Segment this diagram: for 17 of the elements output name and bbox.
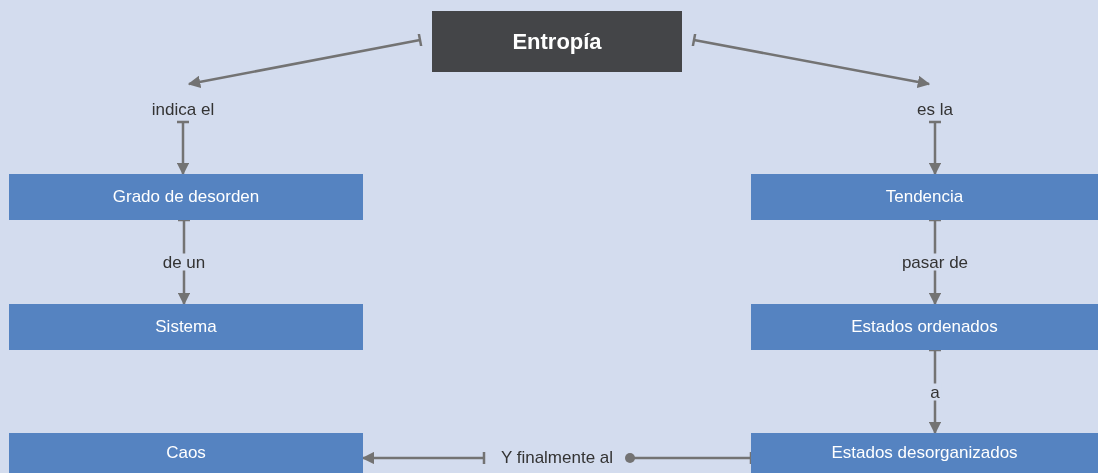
concept-box: Grado de desorden	[9, 174, 363, 220]
linking-phrase: Y finalmente al	[484, 446, 630, 470]
title-box: Entropía	[432, 11, 682, 72]
connector-arrow	[175, 120, 191, 176]
connector-arrow	[187, 32, 423, 89]
edge-label: de un	[160, 253, 208, 271]
concept-box: Tendencia	[751, 174, 1098, 220]
linking-phrase: es la	[905, 98, 965, 122]
connector-arrow	[927, 348, 943, 435]
concept-box: Estados desorganizados	[751, 433, 1098, 473]
connector-arrow	[691, 32, 931, 89]
concept-box: Estados ordenados	[751, 304, 1098, 350]
connector-arrow	[927, 120, 943, 176]
concept-box: Caos	[9, 433, 363, 473]
linking-phrase: indica el	[143, 98, 223, 122]
edge-label: a	[928, 383, 942, 400]
concept-box: Sistema	[9, 304, 363, 350]
